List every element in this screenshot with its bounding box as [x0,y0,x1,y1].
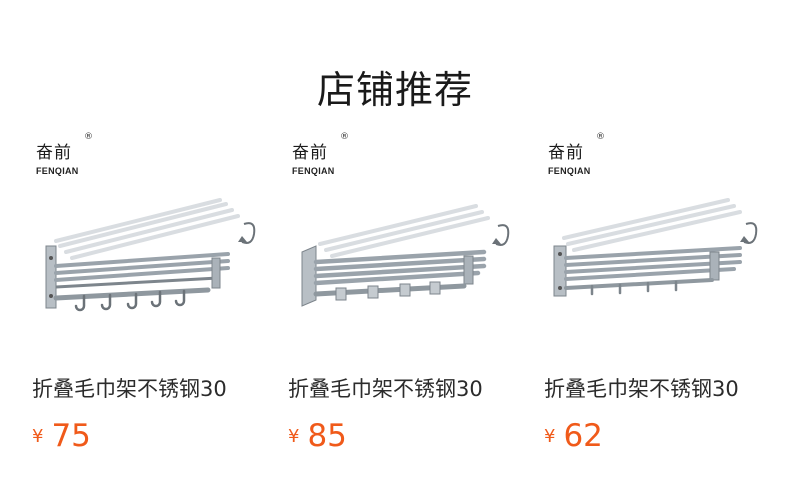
price-value: 75 [51,418,91,454]
brand-name-cn: 奋前 [292,143,328,163]
brand-logo: 奋前 ® FENQIAN [292,132,412,182]
currency-symbol: ¥ [288,426,300,447]
currency-symbol: ¥ [32,426,44,447]
section-title: 店铺推荐 [316,68,473,113]
brand-name-en: FENQIAN [548,166,591,176]
price-value: 62 [563,418,603,454]
registered-mark: ® [84,132,93,142]
brand-logo: 奋前 ® FENQIAN [548,132,668,182]
brand-name-cn: 奋前 [548,143,584,163]
product-price: ¥75 [32,416,91,456]
product-card[interactable]: 奋前 ® FENQIAN [288,122,538,472]
product-image-towel-rack[interactable] [288,196,518,316]
brand-logo: 奋前 ® FENQIAN [36,132,156,182]
registered-mark: ® [340,132,349,142]
product-title[interactable]: 折叠毛巾架不锈钢30 [288,377,483,401]
product-card[interactable]: 奋前 ® FENQIAN [32,122,282,472]
product-title[interactable]: 折叠毛巾架不锈钢30 [32,377,227,401]
brand-name-en: FENQIAN [292,166,335,176]
product-title[interactable]: 折叠毛巾架不锈钢30 [544,377,739,401]
registered-mark: ® [596,132,605,142]
price-value: 85 [307,418,347,454]
product-image-towel-rack[interactable] [32,196,262,316]
product-card[interactable]: 奋前 ® FENQIAN [544,122,790,472]
product-price: ¥62 [544,416,603,456]
currency-symbol: ¥ [544,426,556,447]
brand-name-en: FENQIAN [36,166,79,176]
brand-name-cn: 奋前 [36,143,72,163]
product-image-towel-rack[interactable] [544,196,774,316]
product-price: ¥85 [288,416,347,456]
